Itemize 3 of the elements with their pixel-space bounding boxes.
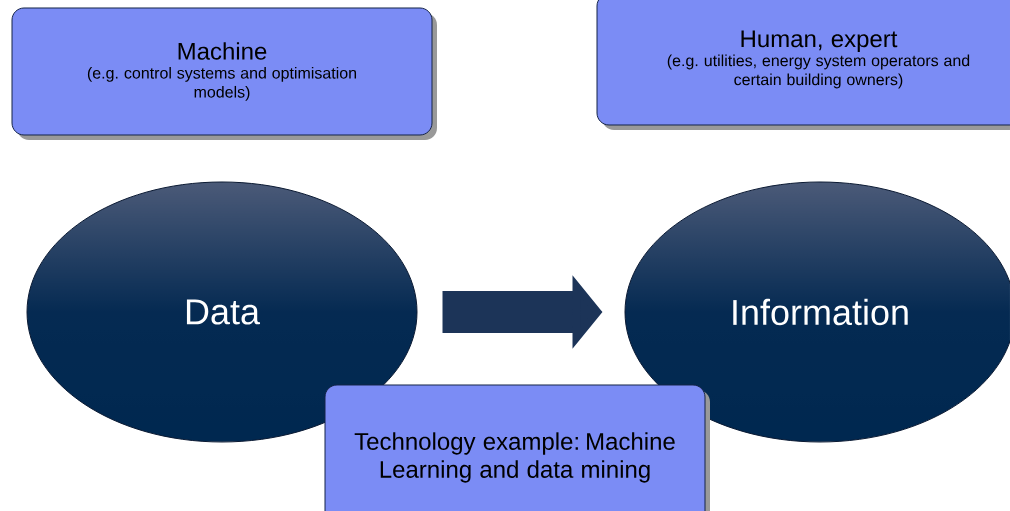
info-box: Human, expert (e.g. utilities, energy system operators and certain building owners) xyxy=(596,0,1010,130)
info-box: Machine (e.g. control systems and optimisation models) xyxy=(11,7,437,140)
example-box: Technology example: Machine Learning and data mining xyxy=(324,384,710,511)
